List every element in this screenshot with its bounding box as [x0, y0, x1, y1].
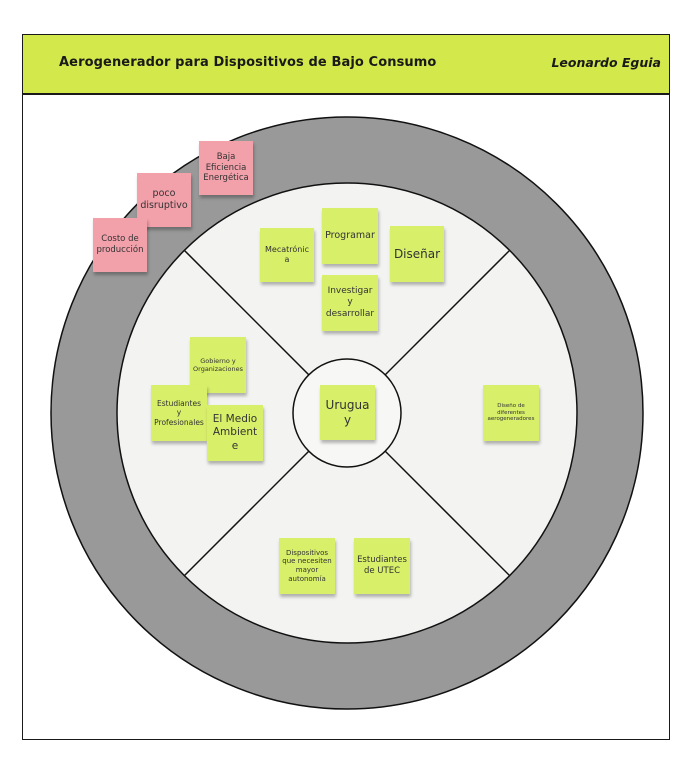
page-title: Aerogenerador para Dispositivos de Bajo …	[59, 55, 437, 70]
canvas-board: Aerogenerador para Dispositivos de Bajo …	[22, 34, 670, 740]
divider-bottom-left	[183, 438, 322, 577]
sticky-note-estudiantes-profesionales[interactable]: Estudiantes y Profesionales	[151, 385, 207, 441]
sticky-note-medio-ambiente[interactable]: El Medio Ambiente	[207, 405, 263, 461]
sticky-note-uruguay[interactable]: Uruguay	[320, 385, 375, 440]
divider-top-left	[183, 249, 322, 388]
sticky-note-estudiantes-utec[interactable]: Estudiantes de UTEC	[354, 538, 410, 594]
divider-bottom-right	[372, 438, 511, 577]
sticky-note-programar[interactable]: Programar	[322, 208, 378, 264]
sticky-note-dispositivos[interactable]: Dispositivos que necesiten mayor autonom…	[279, 538, 335, 594]
sticky-note-diseno-aerogeneradores[interactable]: Diseño de diferentes aerogeneradores	[483, 385, 539, 441]
divider-top-right	[372, 249, 511, 388]
sticky-note-gobierno[interactable]: Gobierno y Organizaciones	[190, 337, 246, 393]
sticky-note-investigar[interactable]: Investigar y desarrollar	[322, 275, 378, 331]
header-bar: Aerogenerador para Dispositivos de Bajo …	[23, 35, 669, 95]
sticky-note-costo-produccion[interactable]: Costo de producción	[93, 218, 147, 272]
sticky-note-disenar[interactable]: Diseñar	[390, 226, 444, 282]
sticky-note-baja-eficiencia[interactable]: Baja Eficiencia Energética	[199, 141, 253, 195]
author-name: Leonardo Eguia	[551, 55, 661, 70]
sticky-note-mecatronica[interactable]: Mecatrónica	[260, 228, 314, 282]
